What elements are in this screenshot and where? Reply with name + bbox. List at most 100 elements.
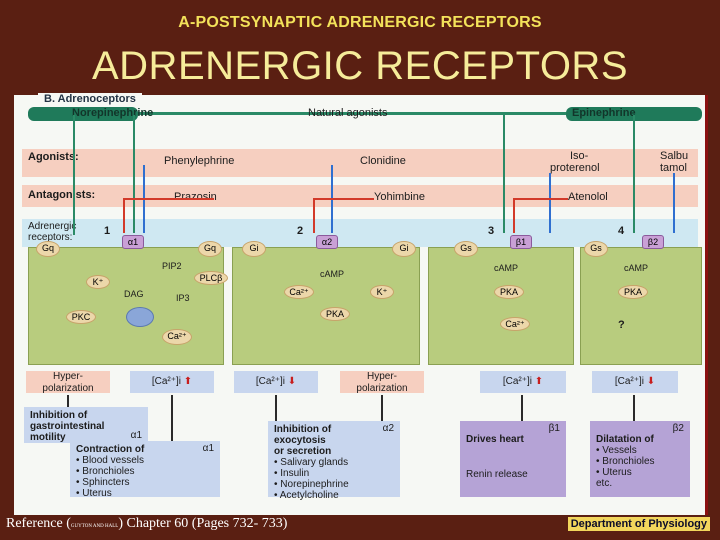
agonists-label: Agonists:	[28, 151, 79, 163]
outcome-text: [Ca²⁺]i	[502, 376, 532, 387]
msg-plc: PLCβ	[194, 271, 228, 285]
epinephrine-label: Epinephrine	[572, 107, 636, 119]
receptor-number-2: 2	[297, 225, 304, 237]
msg-ca3: Ca²⁺	[500, 317, 530, 331]
figure-label: B. Adrenoceptors	[38, 93, 142, 105]
antagonist-yohimbine: Yohimbine	[374, 191, 425, 203]
effect-tag: α1	[202, 443, 214, 454]
effect-contraction: Contraction of α1 Blood vessels Bronchio…	[70, 441, 220, 499]
msg-ca1: Ca²⁺	[162, 329, 192, 345]
effect-tag: β2	[672, 423, 684, 434]
effect-head: or secretion	[274, 446, 332, 457]
effect-head: gastrointestinal	[30, 421, 105, 432]
up-arrow-icon: ⬆	[534, 376, 544, 387]
effect-head: Inhibition of	[274, 424, 332, 435]
receptors-label-2: receptors:	[28, 232, 73, 243]
outcome-text: [Ca²⁺]i	[255, 376, 285, 387]
receptor-number-3: 3	[488, 225, 495, 237]
footer-ref-suffix: ) Chapter 60 (Pages 732- 733)	[118, 516, 288, 531]
agonist-isoproterenol-1: Iso-	[570, 150, 589, 162]
effect-head: motility	[30, 432, 66, 443]
effect-sub: Renin release	[466, 469, 528, 480]
list-item: Vessels	[596, 445, 684, 456]
outcome-ca-down-2: [Ca²⁺]i ⬇	[592, 371, 678, 393]
receptor-alpha1: α1	[122, 235, 144, 249]
slide-top-title: A-POSTSYNAPTIC ADRENERGIC RECEPTORS	[178, 14, 542, 31]
g-protein-gs-2: Gs	[584, 241, 608, 257]
agonist-clonidine: Clonidine	[360, 155, 406, 167]
msg-k2: K⁺	[370, 285, 394, 299]
agonist-phenylephrine: Phenylephrine	[164, 155, 235, 167]
footer-ref-prefix: Reference (	[6, 516, 71, 531]
down-arrow-icon: ⬇	[646, 376, 656, 387]
effect-list: Vessels Bronchioles Uterus	[596, 445, 684, 478]
outcome-ca-up-2: [Ca²⁺]i ⬆	[480, 371, 566, 393]
outcome-ca-down-1: [Ca²⁺]i ⬇	[234, 371, 318, 393]
effect-list: Salivary glands Insulin Norepinephrine A…	[274, 457, 394, 501]
g-protein-gi-1: Gi	[242, 241, 266, 257]
msg-camp3: cAMP	[624, 263, 649, 273]
effect-list: Blood vessels Bronchioles Sphincters Ute…	[76, 455, 214, 499]
effect-head: Inhibition of	[30, 410, 88, 421]
list-item: Bronchioles	[596, 456, 684, 467]
msg-ca2: Ca²⁺	[284, 285, 314, 299]
g-protein-gq-1: Gq	[36, 241, 60, 257]
antagonists-label: Antagonists:	[28, 189, 96, 201]
msg-question: ?	[618, 319, 625, 331]
effect-gi-motility: Inhibition of gastrointestinal motility …	[24, 407, 148, 443]
msg-k1: K⁺	[86, 275, 110, 289]
cell-beta1	[428, 247, 574, 365]
msg-pkc: PKC	[66, 310, 96, 324]
norepinephrine-bar	[28, 107, 138, 121]
list-item: Norepinephrine	[274, 479, 394, 490]
outcome-hyperpolarization-1: Hyper-polarization	[26, 371, 110, 394]
down-arrow-icon: ⬇	[287, 376, 297, 387]
outcome-text: [Ca²⁺]i	[151, 376, 181, 387]
agonist-isoproterenol-2: proterenol	[550, 162, 600, 174]
outcome-hyperpolarization-2: Hyper-polarization	[340, 371, 424, 394]
effect-head: Drives heart	[466, 434, 524, 445]
natural-agonist-line	[138, 112, 566, 115]
receptor-beta2: β2	[642, 235, 664, 249]
g-protein-gi-2: Gi	[392, 241, 416, 257]
receptor-beta1: β1	[510, 235, 532, 249]
outcome-text: Hyper-	[366, 371, 397, 382]
antagonist-prazosin: Prazosin	[174, 191, 217, 203]
effect-tag: β1	[548, 423, 560, 434]
receptor-number-4: 4	[618, 225, 625, 237]
outcome-text: [Ca²⁺]i	[614, 376, 644, 387]
msg-camp1: cAMP	[320, 269, 345, 279]
msg-ip3: IP3	[176, 293, 190, 303]
effect-etc: etc.	[596, 478, 613, 489]
msg-pka1: PKA	[320, 307, 350, 321]
msg-dag: DAG	[124, 289, 144, 299]
receptors-label-1: Adrenergic	[28, 221, 77, 232]
g-protein-gq-2: Gq	[198, 241, 222, 257]
list-item: Acetylcholine	[274, 490, 394, 501]
cell-beta2	[580, 247, 702, 365]
natural-agonists-label: Natural agonists	[308, 107, 388, 119]
effect-head: Contraction of	[76, 444, 145, 455]
effect-tag: α2	[382, 423, 394, 434]
msg-pip2: PIP2	[162, 261, 182, 271]
er-vesicle	[126, 307, 154, 327]
effect-drives-heart: β1 Drives heart Renin release	[460, 421, 566, 497]
receptor-alpha2: α2	[316, 235, 338, 249]
norepinephrine-label: Norepinephrine	[72, 107, 154, 119]
effect-tag: α1	[130, 430, 142, 441]
effect-head: Dilatation of	[596, 434, 654, 445]
outcome-ca-up-1: [Ca²⁺]i ⬆	[130, 371, 214, 393]
msg-pka2: PKA	[494, 285, 524, 299]
cell-alpha1	[28, 247, 224, 365]
cell-alpha2	[232, 247, 420, 365]
msg-pka3: PKA	[618, 285, 648, 299]
list-item: Uterus	[596, 467, 684, 478]
antagonist-atenolol: Atenolol	[568, 191, 608, 203]
list-item: Sphincters	[76, 477, 214, 488]
up-arrow-icon: ⬆	[183, 376, 193, 387]
list-item: Salivary glands	[274, 457, 394, 468]
slide-main-title: ADRENERGIC RECEPTORS	[91, 44, 628, 88]
outcome-text: polarization	[42, 383, 94, 394]
footer-department: Department of Physiology	[567, 517, 710, 531]
